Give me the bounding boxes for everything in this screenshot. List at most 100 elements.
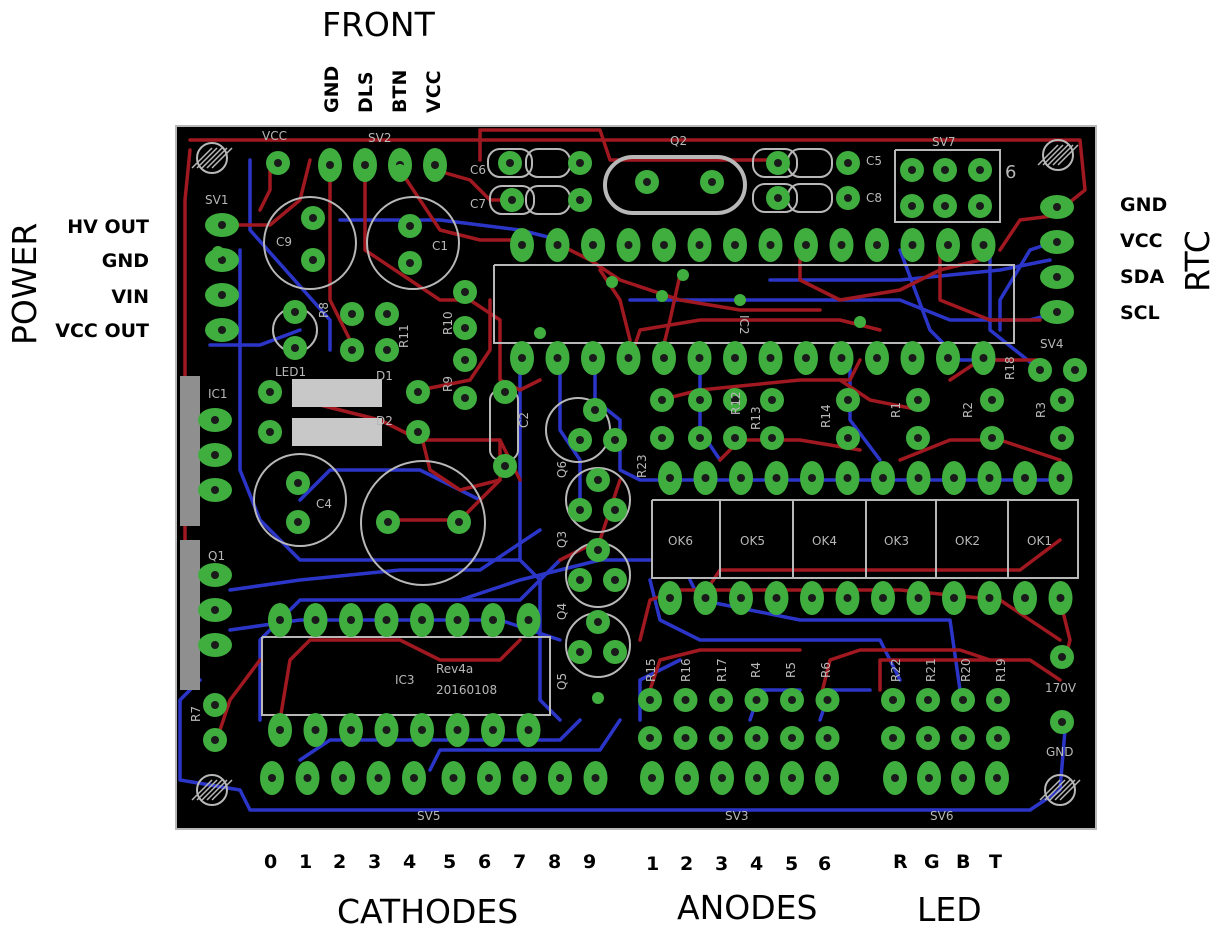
mounting-hatch [1054, 779, 1076, 801]
pad-hole [556, 774, 564, 782]
diode-d1-body [292, 379, 382, 407]
pad-hole [418, 726, 426, 734]
pad-hole [431, 161, 439, 169]
copper-trace [548, 238, 822, 312]
silk-label-ic3: IC3 [395, 673, 415, 687]
silk-label-r3: R3 [1034, 402, 1048, 418]
silk-circle [360, 460, 486, 586]
silkscreen-outlines [180, 139, 1081, 806]
anode-pin-1: 1 [646, 853, 660, 875]
silk-label-c1: C1 [432, 239, 448, 253]
copper-trace [248, 158, 332, 352]
pad-hole [731, 241, 739, 249]
silk-label-d1: D1 [376, 369, 393, 383]
copper-trace [208, 158, 312, 227]
pad-hole [908, 202, 916, 210]
mounting-hole [1044, 774, 1076, 806]
pad-hole [914, 396, 922, 404]
pad-hole [737, 474, 745, 482]
pad-hole [594, 618, 602, 626]
pad-hole [683, 774, 691, 782]
pad-hole [873, 354, 881, 362]
silk-label-r14: R14 [819, 404, 833, 428]
silk-label-r2: R2 [961, 402, 975, 418]
copper-trace [328, 168, 352, 342]
pad-hole [731, 434, 739, 442]
pad-hole [802, 354, 810, 362]
copper-trace [648, 648, 802, 692]
via [656, 290, 668, 302]
silk-label-r7: R7 [189, 706, 203, 722]
pad-hole [695, 241, 704, 249]
pad-hole [944, 241, 952, 249]
rtc-pin-sda: SDA [1120, 266, 1165, 288]
silk-label-q3: Q3 [555, 531, 569, 548]
pad-hole [993, 774, 1001, 782]
cathode-pin-6: 6 [478, 851, 492, 873]
pad-hole [844, 396, 852, 404]
pad-hole [843, 474, 852, 482]
silk-label-sv6: SV6 [930, 809, 953, 823]
pad-hole [461, 356, 469, 364]
pad-hole [788, 774, 796, 782]
via [677, 269, 689, 281]
copper-trace [998, 213, 1062, 252]
copper-trace [768, 258, 1052, 282]
pad-hole [873, 241, 881, 249]
copper-trace [648, 578, 902, 682]
pad-hole [311, 616, 320, 624]
pad-hole [461, 288, 469, 296]
silk-label-c5: C5 [866, 154, 882, 168]
silk-circle [366, 196, 460, 290]
pad-hole [717, 734, 725, 742]
pad-hole [924, 734, 932, 742]
silk-label-ok6: OK6 [668, 534, 693, 548]
pad-hole [681, 696, 690, 704]
mounting-hatch [211, 779, 233, 801]
pad-hole [382, 726, 391, 734]
pad-hole [461, 394, 469, 402]
pad-hole [979, 354, 988, 362]
copper-trace [798, 238, 982, 302]
pad-hole [553, 241, 562, 249]
copper-trace [818, 648, 992, 702]
pad-hole [211, 416, 219, 424]
silk-label-v170: 170V [1045, 681, 1077, 695]
pad-hole [383, 310, 391, 318]
copper-trace [628, 318, 882, 362]
pad-hole [211, 701, 219, 709]
pad-hole [908, 166, 916, 174]
transistor-tab [180, 540, 200, 690]
mounting-hatch [206, 147, 228, 169]
pad-hole [844, 159, 852, 167]
pad-hole [941, 202, 949, 210]
copper-trace [298, 718, 582, 762]
pad-hole [914, 594, 923, 602]
copper-trace [278, 638, 522, 722]
silk-label-rev: Rev4a [436, 662, 473, 676]
pad-hole [646, 696, 654, 704]
pad-hole [211, 451, 219, 459]
mounting-hatch [1047, 144, 1069, 166]
cathode-pin-3: 3 [368, 851, 382, 873]
silk-label-ic1: IC1 [208, 387, 228, 401]
pad-hole [701, 594, 710, 602]
copper-trace [658, 358, 862, 402]
silk-label-r18: R18 [1003, 356, 1017, 380]
pad-hole [347, 726, 355, 734]
silk-label-q6: Q6 [555, 461, 569, 478]
pad-hole [768, 434, 776, 442]
mounting-hatch [191, 779, 213, 801]
led-pin-g: G [924, 851, 940, 873]
pad-hole [576, 159, 584, 167]
pad-hole [823, 774, 831, 782]
pad-hole [361, 161, 369, 169]
pad-hole [646, 734, 654, 742]
pad-hole [879, 474, 887, 482]
silk-label-q2: Q2 [670, 134, 687, 148]
pad-hole [768, 396, 776, 404]
pad-hole [766, 354, 775, 362]
pad-hole [520, 774, 529, 782]
pad-hole [218, 256, 226, 264]
pad-hole [889, 696, 897, 704]
